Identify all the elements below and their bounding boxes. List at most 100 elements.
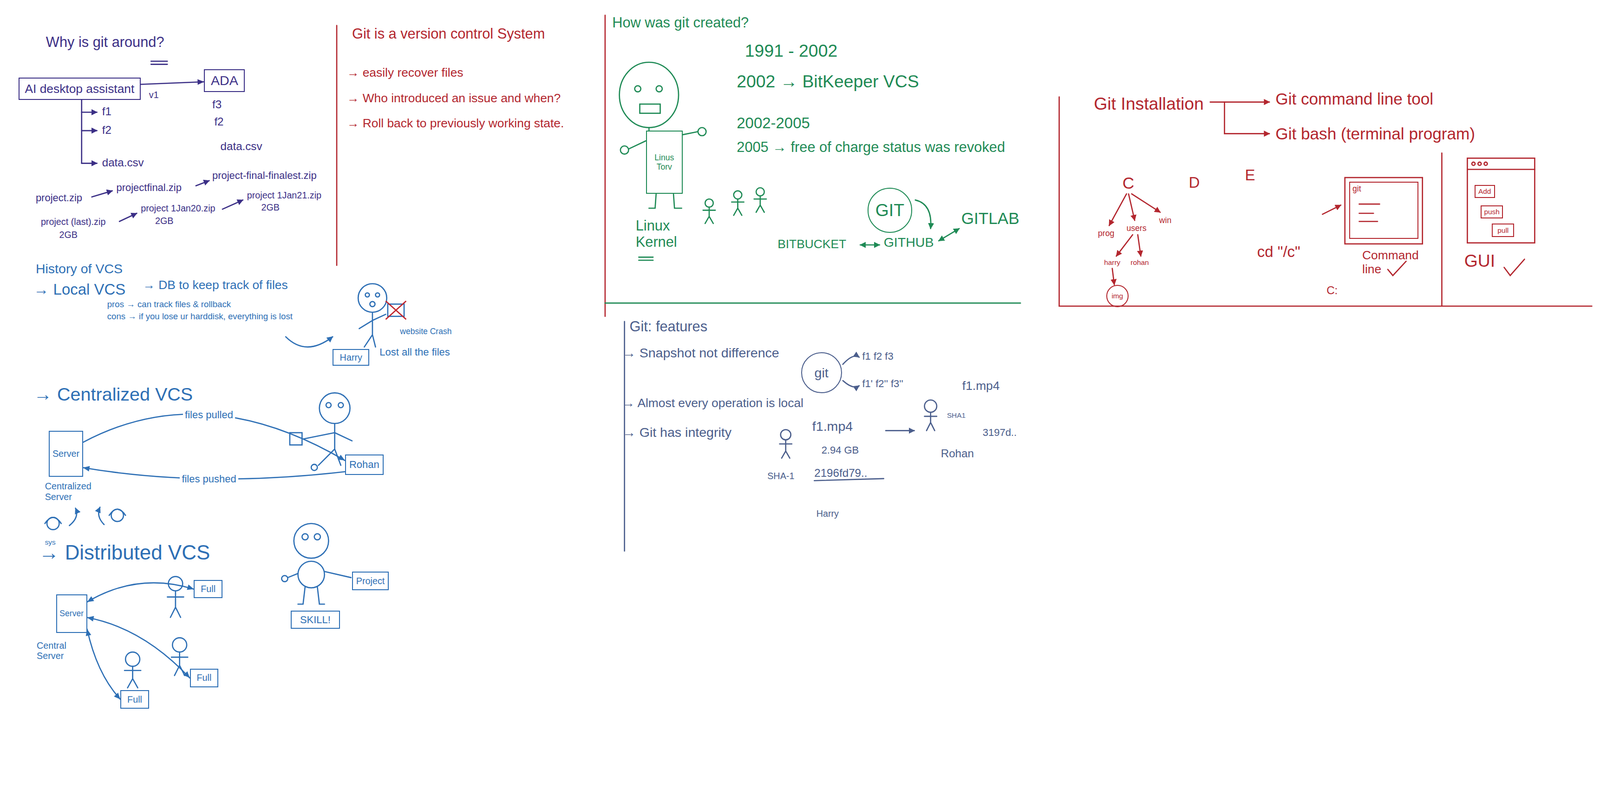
sketch-path: [195, 180, 210, 186]
note-label: SHA1: [946, 411, 966, 420]
sketch-ellipse: [619, 62, 679, 128]
note-label: Central Server: [36, 640, 82, 661]
sketch-path: [1387, 261, 1407, 276]
note-label: projectfinal.zip: [116, 181, 182, 194]
note-label: → Who introduced an issue and when?: [346, 91, 561, 105]
note-label: 3197d..: [982, 426, 1017, 438]
connector: [140, 81, 204, 85]
note-label: cd "/c": [1257, 242, 1301, 261]
note-label: → DB to keep track of files: [143, 277, 288, 292]
note-label: f3: [212, 97, 222, 112]
arrow-head: [87, 595, 95, 602]
note-label: Harry: [816, 508, 839, 519]
note-label: → Roll back to previously working state.: [346, 116, 564, 131]
sketch-path: [1112, 268, 1115, 285]
note-label: 2GB: [155, 215, 174, 227]
red-sketch: [336, 15, 1592, 317]
note-label: 2.94 GB: [821, 444, 860, 456]
sketch-path: [682, 131, 699, 135]
connector: [87, 582, 195, 602]
sketch-path: [1210, 101, 1270, 103]
note-label: E: [1244, 166, 1255, 184]
node-text: Linus Torv: [649, 152, 680, 172]
note-label: data.csv: [220, 139, 263, 153]
sketch-path: [222, 199, 243, 209]
node-text: Full: [196, 672, 212, 683]
note-label: 2196fd79..: [814, 466, 868, 480]
sketch-box: Linus Torv: [646, 130, 683, 194]
note-label: project 1Jan21.zip: [247, 189, 322, 201]
sketch-path: [81, 162, 98, 164]
sketch-circle: [924, 399, 937, 412]
sketch-box: Project: [352, 571, 389, 590]
sketch-path: [385, 300, 406, 320]
sketch-path: [842, 355, 860, 365]
note-label: Git: features: [629, 318, 708, 335]
sketch-path: [628, 140, 646, 150]
sketch-box: Server: [56, 594, 88, 633]
sketch-path: [648, 193, 682, 209]
note-label: cons → if you lose ur harddisk, everythi…: [107, 311, 301, 321]
linus-sketch: [605, 62, 1021, 303]
sketch-rect: [1467, 157, 1535, 243]
note-label: BITBUCKET: [777, 236, 847, 251]
note-label: f2: [214, 115, 224, 129]
note-label: 2GB: [261, 202, 280, 213]
sketch-path: [287, 571, 352, 604]
note-label: 2GB: [58, 229, 78, 241]
node-text: git: [1352, 183, 1362, 194]
note-label: project (last).zip: [40, 216, 106, 228]
sketch-path: [119, 213, 137, 222]
sketch-circle: [311, 463, 318, 471]
connector: [87, 617, 190, 678]
node-text: push: [1483, 207, 1500, 216]
note-label: win: [1159, 215, 1172, 225]
note-label: Linux Kernel: [635, 217, 699, 251]
note-label: 2002-2005: [736, 114, 810, 132]
sketch-circle: [293, 522, 329, 558]
note-label: C: [1122, 173, 1135, 193]
sketch-box: SKILL!: [290, 610, 340, 629]
note-label: SHA-1: [767, 470, 795, 482]
circle-node: img: [1106, 284, 1129, 307]
circle-node: GIT: [867, 187, 913, 233]
note-label: data.csv: [102, 156, 144, 170]
sketch-path: [754, 195, 767, 213]
sketch-path: [885, 429, 915, 432]
arrow-head: [183, 671, 190, 678]
note-label: project 1Jan20.zip: [140, 202, 216, 214]
sketch-circle: [620, 145, 629, 155]
connector: [83, 413, 346, 461]
note-label: How was git created?: [612, 14, 749, 31]
sketch-box: git: [1349, 181, 1419, 239]
sketch-box: Full: [193, 579, 223, 599]
sketch-circle: [1471, 162, 1476, 166]
sketch-path: [938, 228, 960, 241]
note-label: GITLAB: [961, 208, 1020, 228]
sketch-path: [842, 380, 860, 387]
sketch-path: [1224, 102, 1270, 134]
note-label: → Local VCS: [33, 280, 126, 299]
sketch-path: [1467, 168, 1535, 170]
sketch-path: [1059, 97, 1593, 307]
note-label: pros → can track files & rollback: [107, 299, 231, 309]
sketch-circle: [705, 198, 714, 208]
sketch-circle: [369, 301, 375, 307]
sketch-path: [703, 207, 716, 224]
sketch-path: [285, 336, 333, 347]
note-label: rohan: [1130, 258, 1149, 267]
sketch-box: Full: [189, 668, 219, 687]
node-text: GIT: [875, 200, 905, 221]
node-text: pull: [1497, 226, 1509, 235]
note-label: Rohan: [940, 446, 974, 460]
note-label: f2: [102, 123, 112, 137]
sketch-path: [1503, 259, 1525, 276]
edge-label: files pushed: [179, 472, 238, 485]
note-label: GUI: [1464, 250, 1496, 271]
sketch-path: [915, 199, 931, 229]
node-text: Rohan: [349, 458, 380, 471]
note-label: → Centralized VCS: [33, 383, 194, 405]
note-label: Git bash (terminal program): [1275, 124, 1476, 144]
node-text: img: [1111, 291, 1124, 301]
sketch-path: [638, 256, 654, 261]
